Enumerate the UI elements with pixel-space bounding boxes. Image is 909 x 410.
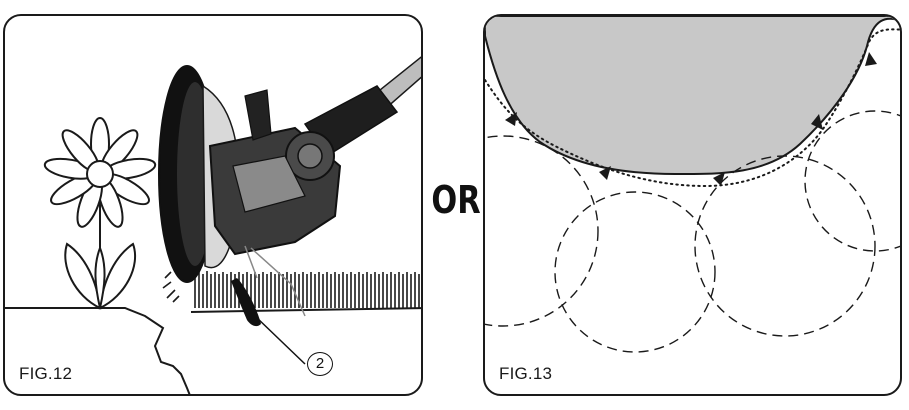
- figure-13-panel: FIG.13: [483, 14, 902, 396]
- string-trimmer-icon: [158, 56, 421, 327]
- dashed-circle-path-icon: [485, 110, 900, 353]
- callout-number: 2: [307, 352, 333, 376]
- shaded-flower-bed: [485, 16, 900, 176]
- arrowhead-icon: [505, 52, 877, 186]
- figure-label: FIG.12: [19, 364, 73, 383]
- lawn-line: [190, 307, 421, 313]
- trimmer-illustration: [5, 56, 421, 394]
- dotted-cut-path: [485, 28, 900, 188]
- figure-label: FIG.13: [499, 364, 553, 383]
- callout-leader-line: [254, 315, 306, 365]
- or-separator: OR: [431, 178, 481, 222]
- edging-path-diagram: [485, 16, 900, 353]
- figure-12-panel: 2 FIG.12: [3, 14, 423, 396]
- flower-icon: [43, 117, 157, 310]
- ground-edge-line: [5, 307, 191, 394]
